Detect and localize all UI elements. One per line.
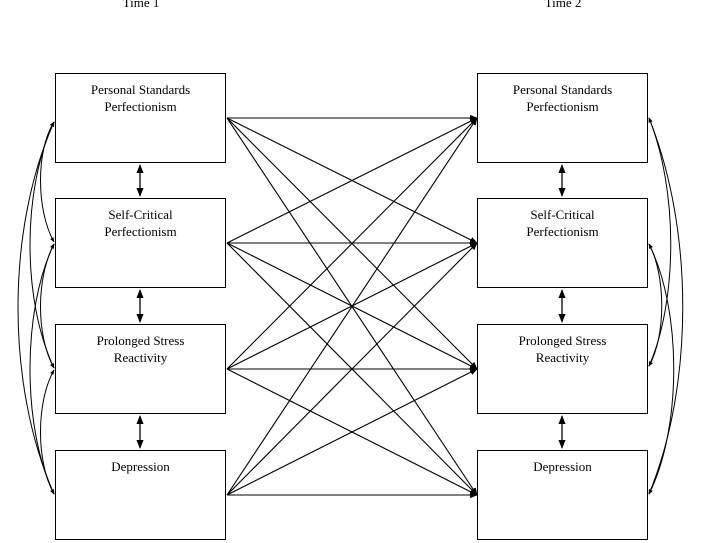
path-dep1-ps2 — [226, 117, 478, 496]
time2-personal-standards-label: Personal Standards Perfectionism — [512, 82, 613, 114]
t1-curve-sc-psr — [40, 243, 55, 369]
t2-curve-ps-dep — [648, 117, 684, 495]
t2-curve-sc-dep — [648, 243, 675, 495]
time1-self-critical-label: Self-Critical Perfectionism — [104, 207, 177, 239]
path-dep1-sc2 — [226, 242, 478, 496]
path-sc1-ps2 — [226, 117, 478, 244]
time2-self-critical-box: Self-Critical Perfectionism — [477, 198, 648, 288]
adjacent-correlations — [136, 164, 566, 449]
time1-stress-reactivity-box: Prolonged Stress Reactivity — [55, 324, 226, 414]
path-dep1-psr2 — [226, 368, 478, 496]
time2-personal-standards-box: Personal Standards Perfectionism — [477, 73, 648, 163]
time2-self-critical-label: Self-Critical Perfectionism — [526, 207, 599, 239]
time2-stress-reactivity-box: Prolonged Stress Reactivity — [477, 324, 648, 414]
t2-curve-sc-psr — [648, 243, 663, 367]
time1-depression-label: Depression — [111, 459, 170, 474]
time1-stress-reactivity-label: Prolonged Stress Reactivity — [96, 333, 185, 365]
t1-curve-psr-dep — [40, 369, 55, 495]
time2-stress-reactivity-label: Prolonged Stress Reactivity — [518, 333, 607, 365]
time1-personal-standards-label: Personal Standards Perfectionism — [90, 82, 191, 114]
time1-self-critical-box: Self-Critical Perfectionism — [55, 198, 226, 288]
time1-personal-standards-box: Personal Standards Perfectionism — [55, 73, 226, 163]
time2-depression-label: Depression — [533, 459, 592, 474]
time-1-label: Time 1 — [122, 0, 160, 10]
time1-depression-box: Depression — [55, 450, 226, 540]
t1-curve-ps-sc — [40, 121, 55, 243]
t1-curve-ps-dep — [17, 121, 55, 495]
t2-curve-ps-psr — [648, 117, 672, 367]
cross-lagged-paths — [226, 114, 478, 499]
time-2-label: Time 2 — [544, 0, 582, 10]
time1-curved-correlations — [17, 121, 55, 495]
path-psr1-ps2 — [226, 117, 478, 370]
time2-curved-correlations — [648, 117, 684, 495]
